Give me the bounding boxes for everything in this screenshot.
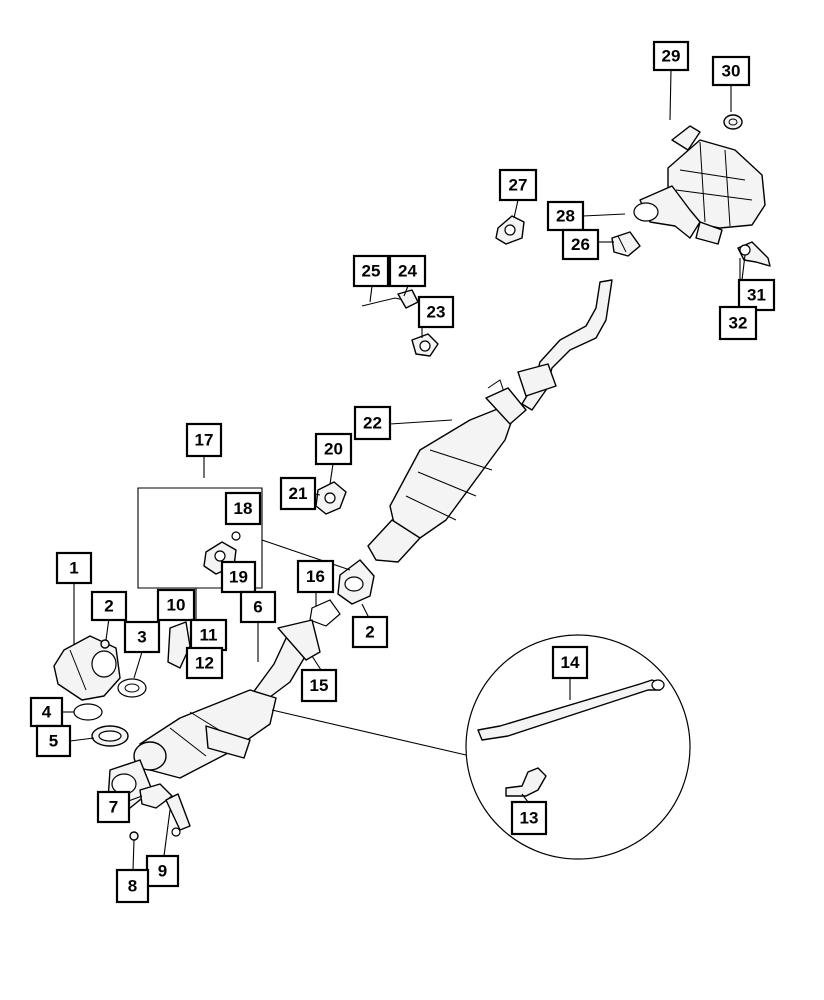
callout-16: 16 bbox=[296, 559, 335, 594]
callout-3: 3 bbox=[123, 620, 161, 654]
callout-18: 18 bbox=[224, 491, 262, 526]
callout-11: 11 bbox=[189, 618, 228, 652]
particulate-filter bbox=[107, 689, 277, 809]
svg-text:12: 12 bbox=[195, 654, 214, 673]
svg-text:15: 15 bbox=[310, 676, 329, 695]
svg-text:4: 4 bbox=[42, 703, 52, 722]
front-pipe bbox=[251, 619, 321, 701]
svg-text:26: 26 bbox=[571, 235, 590, 254]
callout-30: 30 bbox=[711, 55, 751, 87]
svg-text:3: 3 bbox=[137, 628, 146, 647]
callout-6: 6 bbox=[239, 590, 277, 624]
svg-text:6: 6 bbox=[253, 598, 262, 617]
callout-2-right: 2 bbox=[351, 615, 389, 649]
hanger-bracket-part bbox=[737, 241, 771, 267]
svg-text:14: 14 bbox=[561, 653, 580, 672]
callout-17: 17 bbox=[185, 422, 223, 458]
callout-26: 26 bbox=[561, 228, 600, 261]
catalytic-converter bbox=[367, 387, 527, 563]
callout-23: 23 bbox=[417, 295, 455, 329]
svg-text:21: 21 bbox=[289, 484, 308, 503]
oxygen-sensor-part bbox=[361, 289, 439, 357]
svg-text:11: 11 bbox=[200, 626, 218, 645]
callout-12: 12 bbox=[185, 646, 224, 680]
callout-20: 20 bbox=[314, 432, 353, 466]
svg-text:8: 8 bbox=[128, 877, 137, 896]
svg-text:2: 2 bbox=[365, 623, 374, 642]
svg-text:23: 23 bbox=[427, 303, 446, 322]
svg-text:24: 24 bbox=[398, 262, 417, 281]
callout-19: 19 bbox=[220, 560, 257, 594]
svg-text:28: 28 bbox=[556, 207, 575, 226]
heat-shield-bracket-part bbox=[139, 783, 191, 837]
callout-27: 27 bbox=[498, 168, 538, 202]
nut-part bbox=[129, 831, 139, 841]
callout-31: 31 bbox=[737, 278, 776, 312]
callout-28: 28 bbox=[546, 200, 585, 232]
svg-text:17: 17 bbox=[195, 431, 214, 450]
callout-32: 32 bbox=[718, 305, 758, 341]
svg-text:30: 30 bbox=[722, 62, 741, 81]
callout-22: 22 bbox=[353, 405, 392, 441]
svg-text:32: 32 bbox=[729, 314, 748, 333]
callout-13: 13 bbox=[510, 800, 548, 836]
svg-text:22: 22 bbox=[363, 414, 382, 433]
svg-text:25: 25 bbox=[362, 262, 381, 281]
fastener-part bbox=[100, 639, 110, 649]
svg-text:20: 20 bbox=[324, 440, 343, 459]
gasket-part bbox=[117, 678, 147, 698]
svg-text:29: 29 bbox=[662, 47, 681, 66]
svg-text:13: 13 bbox=[520, 809, 539, 828]
clamp-part bbox=[611, 231, 641, 257]
callout-2-left: 2 bbox=[90, 590, 128, 622]
converter-flange bbox=[309, 559, 375, 627]
callout-29: 29 bbox=[652, 40, 690, 72]
mounting-bracket-part bbox=[167, 621, 191, 669]
svg-text:5: 5 bbox=[49, 732, 58, 751]
callout-14: 14 bbox=[551, 645, 589, 680]
muffler-assembly bbox=[633, 125, 766, 245]
pressure-sensor-part bbox=[495, 215, 525, 245]
callout-25: 25 bbox=[352, 254, 390, 288]
callout-8: 8 bbox=[115, 868, 150, 904]
callout-10: 10 bbox=[156, 588, 196, 622]
svg-text:1: 1 bbox=[69, 559, 78, 578]
leader-lines bbox=[62, 69, 746, 871]
callout-24: 24 bbox=[388, 254, 427, 288]
callout-15: 15 bbox=[300, 668, 338, 703]
callout-9: 9 bbox=[145, 854, 180, 888]
svg-text:9: 9 bbox=[158, 862, 167, 881]
callout-21: 21 bbox=[279, 476, 317, 511]
svg-text:16: 16 bbox=[306, 567, 325, 586]
svg-text:18: 18 bbox=[234, 499, 253, 518]
svg-text:31: 31 bbox=[747, 286, 766, 305]
intermediate-pipe bbox=[487, 279, 613, 411]
ring-gasket-part bbox=[73, 703, 103, 721]
turbo-outlet-elbow bbox=[53, 635, 121, 701]
svg-text:2: 2 bbox=[104, 597, 113, 616]
v-band-clamp-part bbox=[91, 725, 129, 747]
callout-5: 5 bbox=[35, 724, 72, 758]
callout-7: 7 bbox=[96, 790, 131, 824]
svg-text:7: 7 bbox=[109, 798, 118, 817]
svg-text:19: 19 bbox=[229, 568, 248, 587]
svg-text:27: 27 bbox=[509, 176, 528, 195]
isolator-part bbox=[723, 114, 743, 130]
callout-4: 4 bbox=[29, 696, 64, 728]
temperature-sensor-part bbox=[315, 481, 347, 515]
callout-1: 1 bbox=[55, 551, 93, 585]
svg-text:10: 10 bbox=[167, 596, 186, 615]
